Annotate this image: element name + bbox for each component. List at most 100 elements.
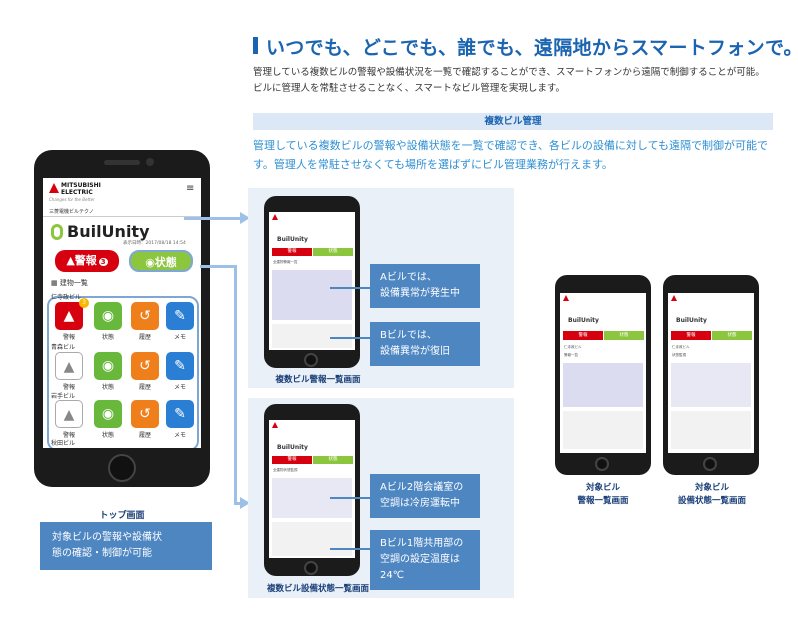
tile-label: 警報 [62, 384, 75, 391]
history-tile[interactable]: ↺ [131, 352, 159, 380]
home-button[interactable] [304, 561, 318, 575]
mini-state-button[interactable]: 状態 [604, 331, 644, 340]
connector-line [184, 217, 244, 220]
pointer-line [330, 287, 370, 289]
alarm-tile[interactable]: ▲ [55, 352, 83, 380]
mitsubishi-logo-icon [272, 422, 278, 428]
alarm-list-caption: 複数ビル警報一覧画面 [275, 375, 361, 385]
tile-label: 履歴 [138, 432, 151, 439]
tile-label: メモ [173, 334, 186, 341]
home-button[interactable] [595, 457, 609, 471]
mini-list-title: 全建物警報一覧 [273, 260, 298, 264]
arrow-icon [240, 212, 250, 224]
mini-screen: BuilUnity 警報 状態 仁寺政ビル 警報一覧 [560, 293, 646, 453]
memo-tile[interactable]: ✎ [166, 352, 194, 380]
builunity-logo-icon [51, 224, 63, 240]
history-tile[interactable]: ↺ [131, 400, 159, 428]
connector-line [234, 502, 244, 505]
mini-app-title: BuilUnity [277, 444, 308, 451]
mini-record-b [671, 411, 751, 449]
mini-record-a [563, 363, 643, 407]
camera [146, 158, 154, 166]
tile-label: 状態 [101, 432, 114, 439]
connector-line [200, 265, 236, 268]
history-icon: ↺ [139, 406, 151, 422]
tile-label: 警報 [62, 334, 75, 341]
top-screen-caption: トップ画面 [99, 511, 145, 521]
mini-screen: BuilUnity 警報 状態 仁寺政ビル 状態監視 [668, 293, 754, 453]
mitsubishi-logo-icon [563, 295, 569, 301]
mitsubishi-logo-icon [272, 214, 278, 220]
warning-icon: ▲ [63, 407, 75, 423]
memo-tile[interactable]: ✎ [166, 302, 194, 330]
brand-name: MITSUBISHI ELECTRIC [61, 182, 101, 196]
mini-list-title: 全建物状態監視 [273, 468, 298, 472]
mini-screen: BuilUnity 警報 状態 全建物状態監視 [269, 420, 355, 558]
mini-alarm-button[interactable]: 警報 [272, 456, 312, 464]
alarm-tile[interactable]: ▲ [55, 400, 83, 428]
pointer-line [330, 337, 370, 339]
callout-c: Aビル2階会議室の 空調は冷房運転中 [370, 474, 480, 518]
callout-d: Bビル1階共用部の 空調の設定温度は24℃ [370, 530, 480, 590]
target-alarm-caption: 対象ビル 警報一覧画面 [577, 483, 629, 506]
state-tile[interactable]: ◉ [94, 302, 122, 330]
company-name: 三菱電機ビルテクノ [49, 209, 94, 215]
mini-phone: BuilUnity 警報 状態 全建物状態監視 [264, 404, 360, 576]
pencil-icon: ✎ [174, 358, 186, 374]
eye-icon: ◉ [101, 358, 115, 374]
section-band: 複数ビル管理 [253, 113, 773, 130]
tile-label: 履歴 [138, 384, 151, 391]
tile-label: 履歴 [138, 334, 151, 341]
mini-app-title: BuilUnity [568, 317, 599, 324]
mitsubishi-logo-icon [671, 295, 677, 301]
state-tile[interactable]: ◉ [94, 352, 122, 380]
mini-phone: BuilUnity 警報 状態 全建物警報一覧 [264, 196, 360, 368]
callout-a: Aビルでは、 設備異常が発生中 [370, 264, 480, 308]
page-title: いつでも、どこでも、誰でも、遠隔地からスマートフォンで。 [266, 37, 798, 59]
arrow-icon [240, 497, 250, 509]
mini-state-button[interactable]: 状態 [313, 456, 353, 464]
eye-icon: ◉ [101, 308, 115, 324]
alarm-badge: 3 [79, 298, 89, 308]
mini-state-button[interactable]: 状態 [712, 331, 752, 340]
mini-alarm-button[interactable]: 警報 [272, 248, 312, 256]
mini-record-a [272, 270, 352, 320]
mini-record-b [563, 411, 643, 449]
pointer-line [330, 497, 370, 499]
main-screen: MITSUBISHI ELECTRIC Changes for the Bett… [43, 178, 201, 448]
tile-label: 状態 [101, 384, 114, 391]
mini-alarm-button[interactable]: 警報 [563, 331, 603, 340]
tile-label: 警報 [62, 432, 75, 439]
tile-label: 状態 [101, 334, 114, 341]
hamburger-menu-icon[interactable]: ≡ [186, 183, 195, 194]
home-button[interactable] [304, 353, 318, 367]
lead-text: 管理している複数ビルの警報や設備状況を一覧で確認することができ、スマートフォンか… [253, 67, 765, 94]
state-tile[interactable]: ◉ [94, 400, 122, 428]
home-button[interactable] [108, 454, 136, 482]
mini-record-a [671, 363, 751, 407]
pencil-icon: ✎ [174, 308, 186, 324]
timestamp: 表示日時：2017/08/18 14:54 [123, 241, 186, 246]
target-alarm-phone: BuilUnity 警報 状態 仁寺政ビル 警報一覧 [555, 275, 651, 475]
mini-state-button[interactable]: 状態 [313, 248, 353, 256]
brand-tagline: Changes for the Better [49, 197, 95, 202]
mitsubishi-logo-icon [49, 183, 59, 193]
speaker [104, 160, 140, 165]
app-title: BuilUnity [67, 222, 150, 241]
section-description: 管理している複数ビルの警報や設備状態を一覧で確認でき、各ビルの設備に対しても遠隔… [253, 139, 769, 171]
building-list-label: ▦ 建物一覧 [51, 279, 88, 287]
mini-alarm-button[interactable]: 警報 [671, 331, 711, 340]
mini-app-title: BuilUnity [277, 236, 308, 243]
warning-icon: ▲ [63, 308, 75, 324]
state-button[interactable]: ◉状態 [129, 250, 193, 272]
mini-app-title: BuilUnity [676, 317, 707, 324]
history-tile[interactable]: ↺ [131, 302, 159, 330]
target-state-caption: 対象ビル 設備状態一覧画面 [677, 483, 746, 506]
alarm-tile[interactable]: ▲ [55, 302, 83, 330]
warning-icon: ▲ [66, 254, 75, 267]
main-phone: MITSUBISHI ELECTRIC Changes for the Bett… [34, 150, 210, 487]
memo-tile[interactable]: ✎ [166, 400, 194, 428]
home-button[interactable] [703, 457, 717, 471]
tile-label: メモ [173, 432, 186, 439]
